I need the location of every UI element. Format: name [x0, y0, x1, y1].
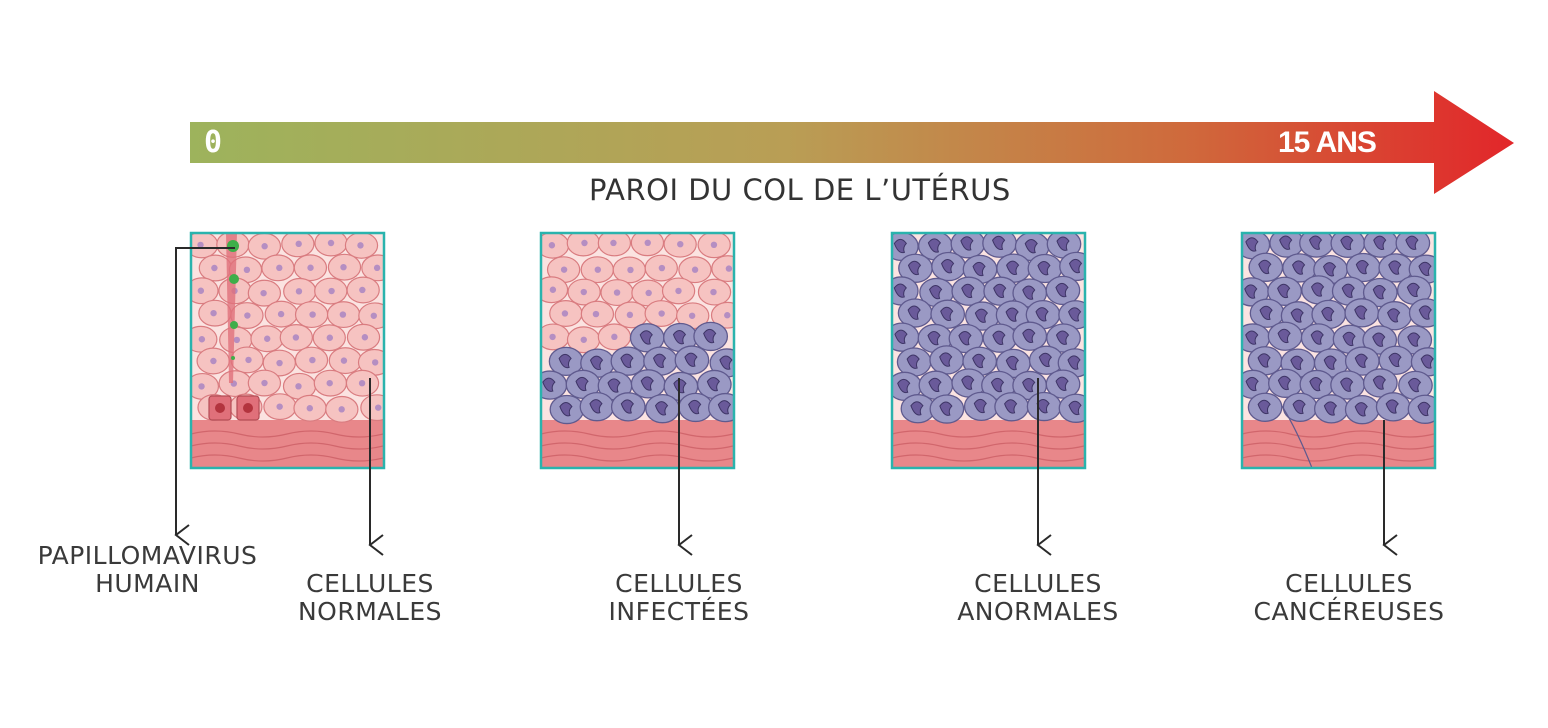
- panel-label-line1: CELLULES: [1285, 569, 1413, 598]
- panel-label-line1: CELLULES: [306, 569, 434, 598]
- panel-abnormal: [892, 233, 1085, 468]
- panel-label-line2: INFECTÉES: [608, 597, 750, 626]
- panels-layer: [189, 231, 1437, 470]
- panel-label-abnormal: CELLULES ANORMALES: [938, 570, 1138, 626]
- timeline-start-label: 0: [204, 125, 223, 160]
- stroma-layer: [1242, 420, 1435, 468]
- virus-label-line2: HUMAIN: [95, 569, 200, 598]
- panel-label-line2: CANCÉREUSES: [1253, 597, 1445, 626]
- panel-cancerous: [1242, 233, 1435, 468]
- panel-frame: [539, 231, 736, 470]
- stroma-layer: [892, 420, 1085, 468]
- panel-label-line2: ANORMALES: [957, 597, 1119, 626]
- panel-label-normal: CELLULES NORMALES: [280, 570, 460, 626]
- virus-pointer: [174, 247, 235, 546]
- virus-label: PAPILLOMAVIRUS HUMAIN: [30, 542, 265, 598]
- virus-particle: [231, 356, 235, 360]
- diagram-title: PAROI DU COL DE L’UTÉRUS: [589, 173, 1011, 207]
- panel-infected: [541, 233, 734, 468]
- virus-particle: [229, 274, 239, 284]
- virus-label-line1: PAPILLOMAVIRUS: [37, 541, 258, 570]
- timeline-arrow: [190, 91, 1514, 194]
- panel-frame: [189, 231, 386, 470]
- stroma-layer: [191, 420, 384, 468]
- virus-particle: [230, 321, 238, 329]
- panel-label-line2: NORMALES: [297, 597, 442, 626]
- stroma-layer: [541, 420, 734, 468]
- panel-frame: [890, 231, 1087, 470]
- panel-normal: [191, 233, 384, 468]
- panel-label-cancerous: CELLULES CANCÉREUSES: [1239, 570, 1459, 626]
- timeline-end-label: 15 ANS: [1278, 126, 1377, 159]
- virus-particle: [227, 240, 239, 252]
- panel-label-infected: CELLULES INFECTÉES: [589, 570, 769, 626]
- panel-label-line1: CELLULES: [615, 569, 743, 598]
- panel-frame: [1240, 231, 1437, 470]
- pointers-layer: [174, 247, 1398, 556]
- panel-label-line1: CELLULES: [974, 569, 1102, 598]
